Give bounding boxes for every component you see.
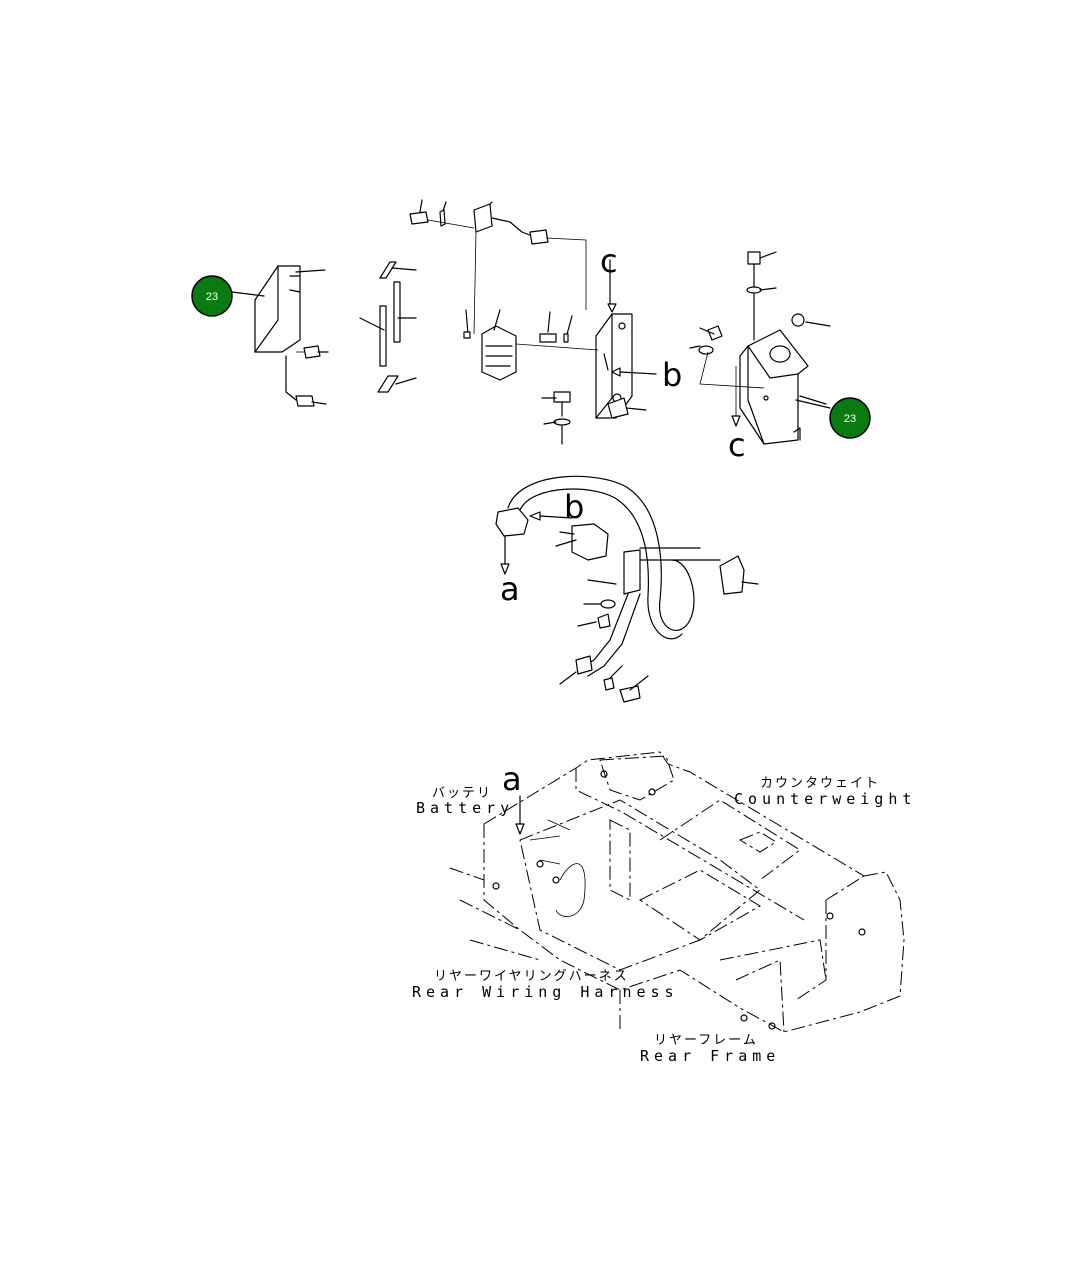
rear-frame-label-jp: リヤーフレーム [654, 1033, 758, 1048]
strip-parts [359, 261, 417, 393]
rear-wiring-harness-label-en: Rear Wiring Harness [412, 983, 679, 1001]
counterweight-label-en: Counterweight [734, 790, 916, 808]
callout-left-number: 23 [206, 291, 218, 303]
center-bracket [595, 259, 657, 419]
view-letter-b-top: b [662, 356, 682, 394]
frame-assembly [449, 751, 905, 1033]
view-letter-c-bottom: c [728, 426, 746, 464]
rear-frame-label-en: Rear Frame [640, 1047, 780, 1065]
callout-left-leader [231, 291, 265, 297]
view-letter-a-bottom: a [502, 760, 522, 798]
callout-right-number: 23 [844, 413, 856, 425]
view-letter-a-middle: a [500, 570, 520, 608]
view-letter-c-top: c [600, 242, 618, 280]
view-letter-b-middle: b [564, 488, 584, 526]
callout-right-badge[interactable]: 23 [829, 397, 871, 439]
left-cover-assembly [254, 265, 329, 407]
battery-label-en: Battery [416, 799, 514, 817]
rear-wiring-harness-label-jp: リヤーワイヤリングハーネス [434, 969, 629, 984]
callout-right-leader [795, 399, 831, 409]
harness-detail [495, 475, 759, 703]
top-connector-parts [409, 199, 587, 335]
mid-top-small-parts [463, 309, 599, 445]
callout-left-badge[interactable]: 23 [191, 275, 233, 317]
battery-label-jp: バッテリ [432, 786, 492, 801]
right-cover-assembly [689, 251, 831, 445]
counterweight-label-jp: カウンタウェイト [760, 776, 880, 791]
